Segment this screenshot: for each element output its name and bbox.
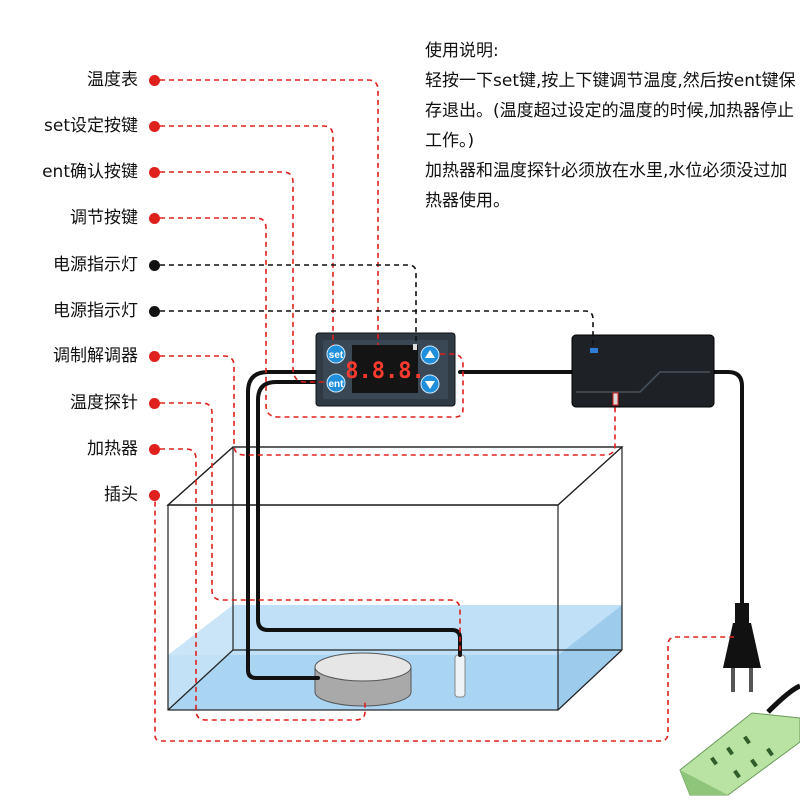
label-heater: 加热器 — [87, 439, 138, 459]
label-plug: 插头 — [104, 485, 138, 505]
power-adapter — [571, 334, 715, 408]
up-arrow-icon — [425, 350, 435, 358]
heater — [314, 652, 412, 707]
label-thermometer: 温度表 — [87, 70, 138, 90]
label-set-button: set设定按键 — [44, 116, 138, 136]
down-arrow-icon — [425, 381, 435, 389]
marker-dot — [149, 121, 160, 132]
marker-dot — [149, 490, 160, 501]
set-button-label: set — [329, 350, 344, 361]
power-indicator-led — [590, 348, 598, 353]
temperature-display: 8.8.8. — [345, 359, 424, 384]
marker-dot — [149, 351, 160, 362]
leader-set — [160, 125, 334, 345]
leader-adjust — [160, 217, 464, 418]
temperature-probe — [454, 654, 466, 698]
marker-dot — [149, 167, 160, 178]
marker-dot — [149, 75, 160, 86]
display-screen — [352, 345, 418, 393]
ent-button-label: ent — [329, 379, 345, 390]
ent-button[interactable]: ent — [326, 373, 346, 393]
leader-thermometer — [160, 79, 379, 345]
leader-plug — [154, 494, 735, 742]
leader-modem — [160, 355, 616, 456]
label-ent-button: ent确认按键 — [42, 162, 138, 182]
set-button[interactable]: set — [326, 344, 346, 364]
label-power-indicator-1: 电源指示灯 — [53, 255, 138, 275]
label-power-indicator-2: 电源指示灯 — [53, 301, 138, 321]
temperature-controller: 8.8.8. set ent — [315, 332, 456, 407]
cables — [246, 370, 744, 680]
leader-probe — [160, 402, 461, 655]
leader-lines — [154, 79, 735, 742]
up-button[interactable] — [420, 345, 440, 365]
marker-dot — [149, 260, 160, 271]
leader-heater — [160, 448, 366, 721]
label-temperature-probe: 温度探针 — [70, 393, 138, 413]
leader-power-led-2 — [160, 310, 594, 347]
marker-dot — [149, 306, 160, 317]
label-adjust-buttons: 调节按键 — [70, 208, 138, 228]
label-modem: 调制解调器 — [53, 346, 138, 366]
power-strip — [679, 683, 800, 796]
down-button[interactable] — [420, 374, 440, 394]
instructions-title: 使用说明: — [425, 41, 499, 61]
marker-dot — [149, 398, 160, 409]
instructions-note: 加热器和温度探针必须放在水里,水位必须没过加热器使用。 — [425, 161, 788, 211]
instructions-body: 轻按一下set键,按上下键调节温度,然后按ent键保存退出。(温度超过设定的温度… — [425, 71, 796, 151]
instructions: 使用说明: 轻按一下set键,按上下键调节温度,然后按ent键保存退出。(温度超… — [425, 36, 797, 216]
leader-power-led-1 — [160, 264, 417, 343]
marker-dot — [149, 444, 160, 455]
marker-dot — [149, 213, 160, 224]
plug — [723, 603, 761, 692]
leader-ent — [160, 171, 326, 383]
